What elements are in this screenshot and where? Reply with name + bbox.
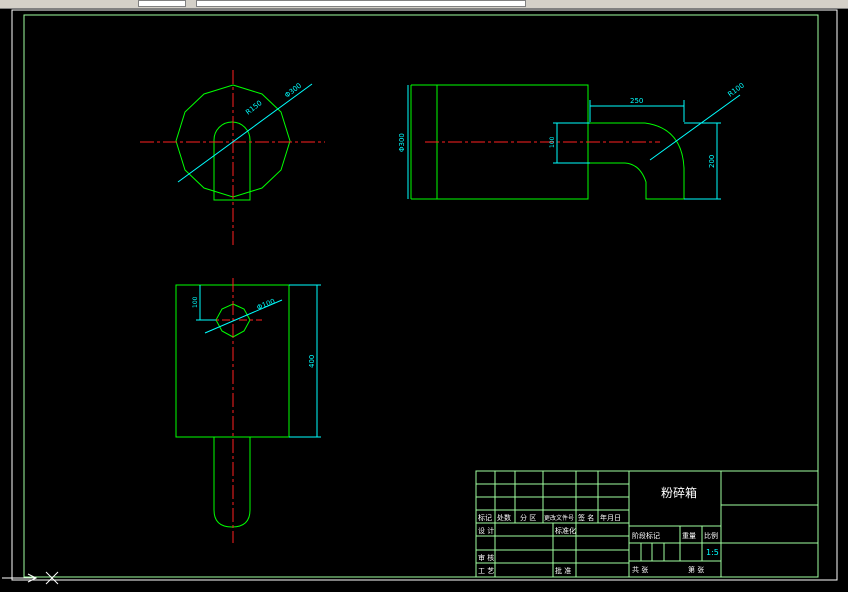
col-sign: 签 名 (578, 513, 594, 522)
front-view-leader (649, 94, 741, 161)
value-ratio: 1:5 (706, 548, 719, 557)
title-block (475, 470, 819, 578)
label-design: 设 计 (478, 526, 494, 535)
col-doc-no: 更改文件号 (544, 514, 574, 522)
label-standardize: 标准化 (555, 526, 576, 535)
top-view-dim-r: R150 (244, 99, 263, 117)
label-weight: 重量 (682, 532, 696, 540)
label-process: 工 艺 (478, 567, 494, 575)
col-date: 年月日 (600, 513, 621, 522)
side-view-leader (204, 299, 283, 334)
outer-frame (11, 9, 838, 581)
side-view-dim-height: 400 (308, 355, 316, 368)
label-review: 审 核 (478, 553, 494, 562)
inner-frame (23, 14, 819, 578)
title-block-text: 粉碎箱 标记 处数 分 区 更改文件号 签 名 年月日 设 计 标准化 阶段标记… (478, 485, 719, 575)
front-view-elbow (588, 122, 685, 200)
top-view: R150 Φ300 (140, 70, 325, 245)
front-view-dim-small: 100 (549, 136, 556, 148)
label-stage-mark: 阶段标记 (632, 531, 660, 540)
top-view-dim-dia: Φ300 (283, 82, 303, 100)
front-view-dim-height: 200 (708, 155, 716, 168)
front-view-dim-r: R100 (726, 81, 745, 98)
toolbar-field[interactable] (138, 0, 186, 7)
label-total-sheets: 共 张 (632, 565, 648, 574)
top-view-slot (213, 121, 251, 201)
top-view-leader (177, 83, 313, 183)
cad-drawing-canvas[interactable]: R150 Φ300 250 R100 Φ300 100 200 (0, 8, 848, 592)
label-ratio: 比例 (704, 531, 718, 540)
front-view-dim-len: 250 (630, 97, 643, 105)
side-view-dim-offset: 100 (192, 296, 199, 308)
part-name: 粉碎箱 (661, 485, 697, 500)
toolbar-strip (0, 0, 848, 9)
front-view: 250 R100 Φ300 100 200 (398, 81, 746, 200)
title-block-border (475, 470, 819, 578)
toolbar-field[interactable] (196, 0, 526, 7)
col-mark: 标记 (478, 513, 492, 522)
ucs-icon (2, 571, 59, 585)
side-view-dim-hole: Φ100 (256, 297, 276, 311)
label-sheet-no: 第 张 (688, 565, 704, 574)
col-zone: 分 区 (520, 513, 536, 522)
front-view-dim-dia: Φ300 (398, 133, 406, 152)
side-view-pipe (213, 437, 251, 528)
col-count: 处数 (497, 513, 511, 522)
label-approve: 批 准 (555, 566, 571, 575)
side-view: 100 Φ100 400 (175, 278, 321, 543)
